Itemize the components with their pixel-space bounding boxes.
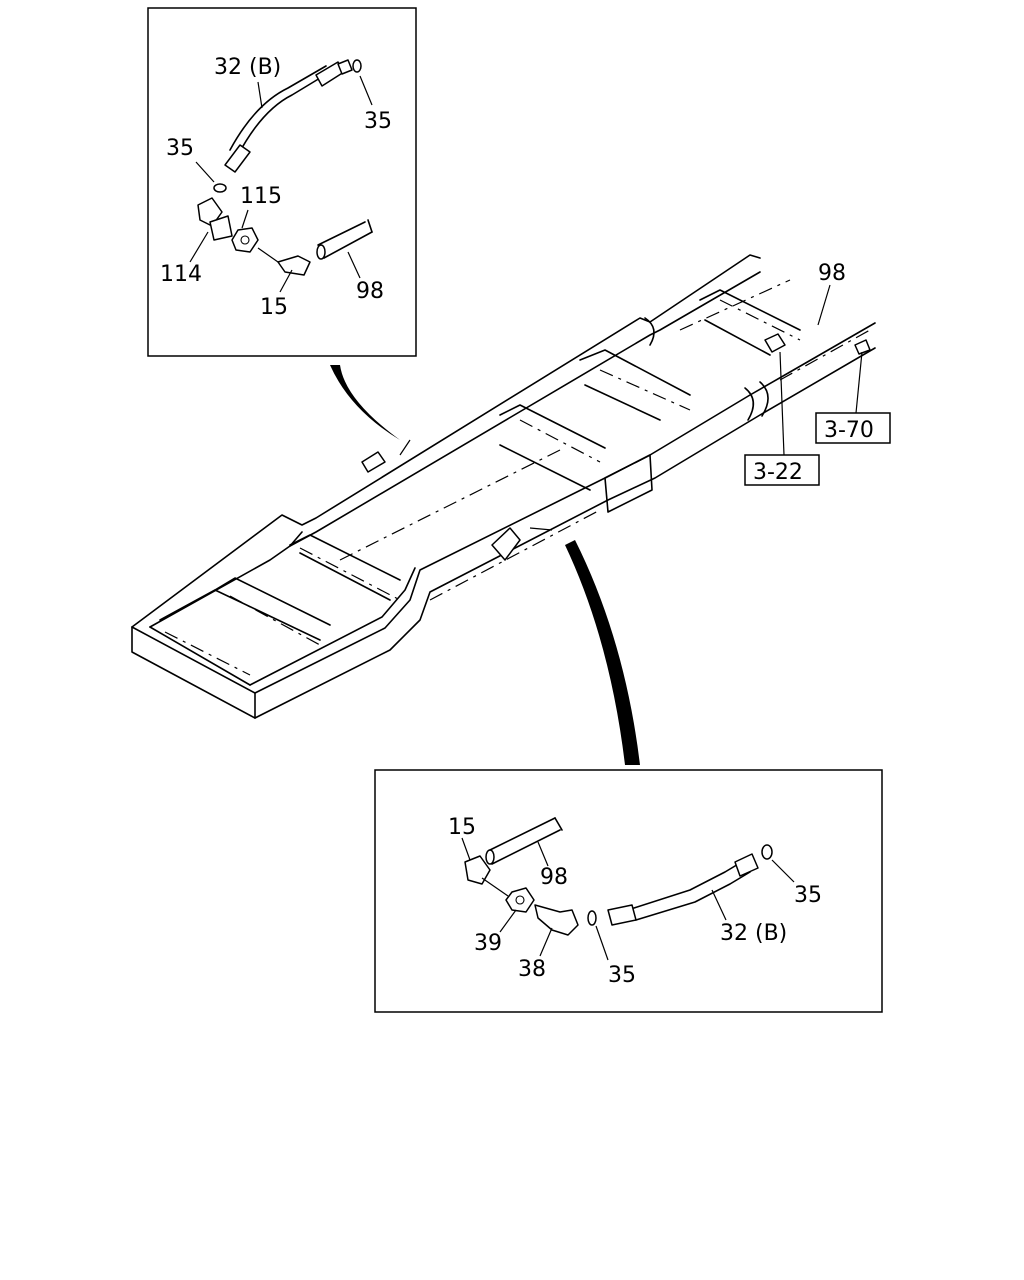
- reference-label-b: 3-22: [753, 460, 803, 485]
- callout-top-washer-left: 35: [166, 136, 194, 161]
- callout-bottom-fitting: 38: [518, 957, 546, 982]
- callout-bottom-hose: 32 (B): [720, 921, 787, 946]
- reference-box-b: [744, 454, 820, 486]
- frame-callouts: 98 3-70 3-22: [744, 261, 891, 486]
- callout-frame-pipe: 98: [818, 261, 846, 286]
- callout-bottom-washer-mid: 35: [608, 963, 636, 988]
- callout-top-nut: 115: [240, 184, 282, 209]
- callout-bottom-elbow: 15: [448, 815, 476, 840]
- chassis-frame: [131, 254, 876, 719]
- callout-top-elbow: 15: [260, 295, 288, 320]
- callout-top-hose: 32 (B): [214, 55, 281, 80]
- reference-box-a: [815, 412, 891, 444]
- top-detail-box: 32 (B) 35 35 115 114 15 98: [147, 7, 417, 357]
- reference-label-a: 3-70: [824, 418, 874, 443]
- callout-top-pipe: 98: [356, 279, 384, 304]
- callout-bottom-nut: 39: [474, 931, 502, 956]
- pointer-bottom: [565, 540, 640, 765]
- pointer-top: [330, 365, 400, 440]
- bottom-detail-box: 15 98 39 38 35 32 (B) 35: [374, 769, 883, 1013]
- callout-bottom-pipe: 98: [540, 865, 568, 890]
- callout-top-washer-right: 35: [364, 109, 392, 134]
- callout-bottom-washer-right: 35: [794, 883, 822, 908]
- callout-top-fitting: 114: [160, 262, 202, 287]
